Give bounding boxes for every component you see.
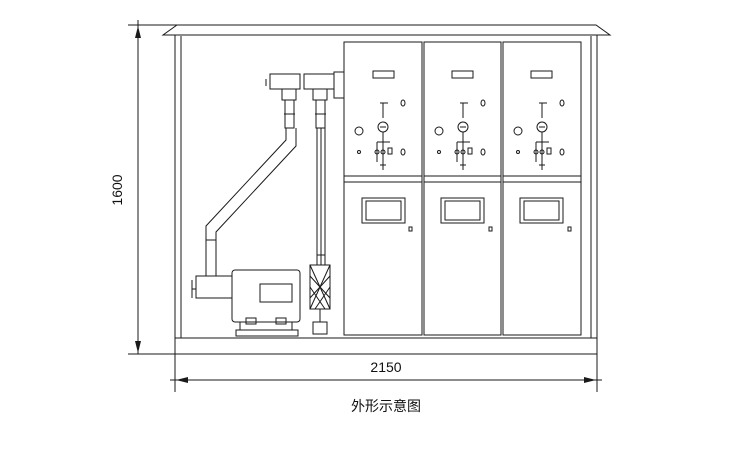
width-dimension-label: 2150 — [370, 359, 401, 375]
cable-terminal-fuse — [309, 264, 331, 335]
switchgear-panel-3 — [502, 41, 582, 336]
cable-routing — [205, 71, 345, 276]
switchgear-panel-1 — [343, 41, 423, 336]
enclosure — [161, 24, 612, 355]
transformer — [191, 269, 301, 337]
switchgear-panel-2 — [423, 41, 502, 336]
drawing-caption: 外形示意图 — [351, 398, 421, 415]
height-dimension: 1600 — [109, 20, 177, 355]
height-dimension-label: 1600 — [109, 174, 125, 205]
width-dimension: 2150 — [170, 354, 602, 392]
switchgear-panels — [343, 41, 582, 336]
